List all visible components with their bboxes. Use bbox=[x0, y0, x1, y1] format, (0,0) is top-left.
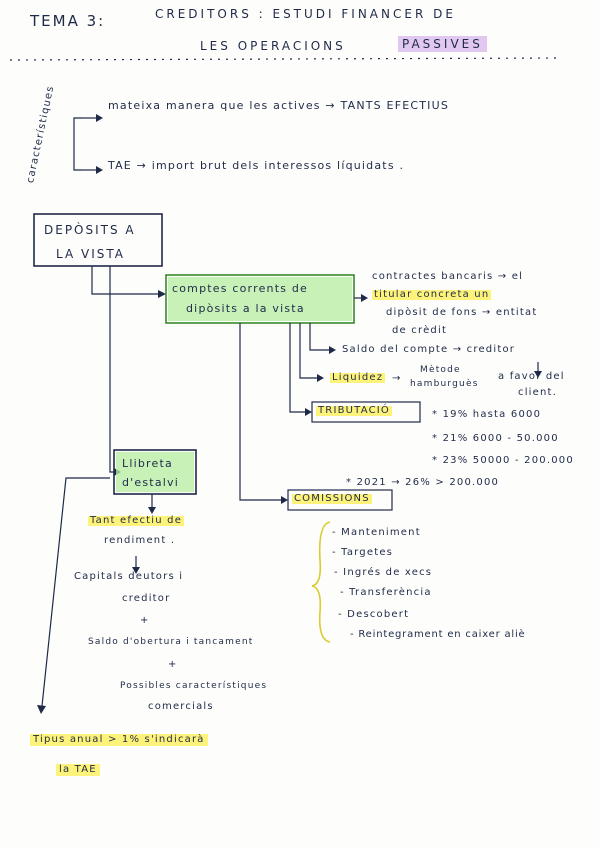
comission-item-6: - Reintegrament en caixer aliè bbox=[350, 629, 526, 640]
contract-line-4: de crèdit bbox=[392, 325, 448, 336]
comission-item-1: - Manteniment bbox=[332, 527, 421, 538]
char-arrowhead-2 bbox=[96, 166, 103, 174]
llibreta-plus-2: + bbox=[168, 659, 178, 670]
llibreta-line-1: Llibreta bbox=[122, 457, 173, 470]
arrowhead-favor bbox=[534, 371, 542, 378]
llibreta-item-4: creditor bbox=[122, 593, 171, 604]
comission-item-4: - Transferència bbox=[340, 587, 432, 598]
llibreta-item-3: Capitals deutors i bbox=[74, 571, 184, 582]
favor-line-2: client. bbox=[518, 387, 558, 398]
title-line-2: LES OPERACIONS bbox=[200, 39, 346, 53]
branch-saldo bbox=[309, 323, 330, 351]
deposits-to-comptes bbox=[91, 266, 160, 295]
characteristic-item-2: TAE → import brut dels interessos líquid… bbox=[108, 159, 405, 172]
arrowhead-llibreta-down bbox=[148, 507, 156, 514]
arrowhead-llibreta-down-2 bbox=[132, 567, 140, 574]
comission-item-3: - Ingrés de xecs bbox=[334, 567, 433, 578]
tax-rate-1: * 19% hasta 6000 bbox=[432, 409, 542, 420]
branch-liquidez bbox=[299, 323, 318, 379]
contract-line-3: dipòsit de fons → entitat bbox=[386, 307, 538, 318]
header-divider bbox=[9, 57, 561, 61]
llibreta-line-2: d'estalvi bbox=[122, 476, 179, 489]
comptes-box-fill bbox=[168, 277, 352, 321]
deposits-box-border bbox=[33, 213, 163, 267]
deposits-line-2: LA VISTA bbox=[56, 247, 125, 261]
comptes-line-2: dipòsits a la vista bbox=[186, 302, 305, 315]
llibreta-to-tipus bbox=[41, 477, 110, 707]
comission-item-5: - Descobert bbox=[338, 609, 410, 620]
tributacio-label: TRIBUTACIÓ bbox=[316, 405, 392, 416]
tae-text: la TAE bbox=[56, 764, 100, 776]
branch-comissions bbox=[239, 323, 282, 501]
llibreta-item-2: rendiment . bbox=[104, 535, 176, 546]
favor-line-1: a favor del bbox=[498, 371, 565, 382]
contract-line-2: titular concreta un bbox=[372, 289, 492, 300]
arrowhead-liquidez bbox=[317, 374, 324, 382]
comissions-label: COMISSIONS bbox=[292, 493, 372, 504]
arrowhead-saldo bbox=[329, 346, 336, 354]
char-arrowhead-1 bbox=[96, 114, 103, 122]
llibreta-box-border bbox=[113, 449, 197, 495]
branch-tributacio bbox=[289, 323, 306, 413]
llibreta-box-fill bbox=[116, 452, 194, 492]
arrowhead-tipus bbox=[37, 705, 46, 714]
arrowhead-tributacio bbox=[305, 408, 312, 416]
tipus-text: Tipus anual > 1% s'indicarà bbox=[30, 734, 208, 746]
tax-rate-3: * 23% 50000 - 200.000 bbox=[432, 455, 574, 466]
metode-line-2: hamburguès bbox=[410, 379, 479, 389]
arrowhead-comissions bbox=[281, 496, 288, 504]
deposits-to-llibreta bbox=[109, 266, 116, 473]
arrowhead-contract bbox=[361, 294, 368, 302]
tax-rate-2: * 21% 6000 - 50.000 bbox=[432, 433, 559, 444]
llibreta-item-1: Tant efectiu de bbox=[88, 515, 185, 526]
comptes-line-1: comptes corrents de bbox=[172, 282, 309, 295]
topic-label: TEMA 3: bbox=[30, 12, 106, 30]
contract-line-1: contractes bancaris → el bbox=[372, 271, 524, 282]
title-line-1: CREDITORS : ESTUDI FINANCER DE bbox=[155, 7, 456, 21]
metode-line-1: Mètode bbox=[420, 365, 461, 375]
comissions-brace bbox=[311, 521, 331, 643]
llibreta-item-6: Possibles característiques bbox=[120, 681, 268, 691]
comissions-box-border bbox=[287, 489, 393, 511]
liquidez-text: Liquidez bbox=[330, 372, 386, 383]
llibreta-item-7: comercials bbox=[148, 701, 214, 712]
tax-rate-4: * 2021 → 26% > 200.000 bbox=[346, 477, 500, 488]
comission-item-2: - Targetes bbox=[332, 547, 394, 558]
llibreta-item-5: Saldo d'obertura i tancament bbox=[88, 637, 254, 647]
deposits-line-1: DEPÒSITS A bbox=[44, 223, 136, 237]
comptes-box-border bbox=[165, 274, 355, 324]
characteristics-bracket bbox=[73, 117, 82, 171]
llibreta-plus-1: + bbox=[140, 615, 150, 626]
saldo-text: Saldo del compte → creditor bbox=[342, 344, 516, 355]
characteristic-item-1: mateixa manera que les actives → TANTS E… bbox=[108, 99, 450, 112]
tributacio-box-border bbox=[311, 401, 421, 423]
title-passives: PASSIVES bbox=[398, 36, 487, 52]
liquidez-arrow: → bbox=[392, 373, 402, 384]
arrowhead-comptes bbox=[158, 290, 166, 298]
